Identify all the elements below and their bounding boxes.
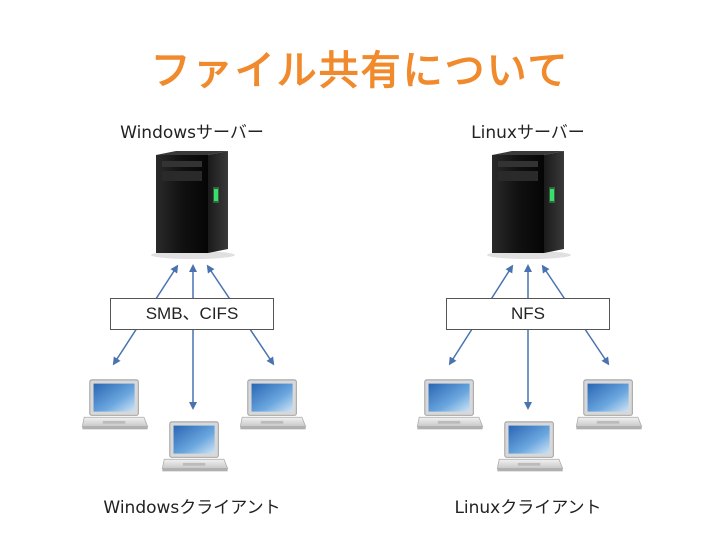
windows-client-center-laptop-icon [161, 421, 229, 472]
windows-client-label: Windowsクライアント [103, 498, 281, 518]
windows-server-label: Windowsサーバー [120, 123, 264, 143]
linux-client-label: Linuxクライアント [454, 498, 602, 518]
linux-server-icon [487, 151, 571, 259]
windows-protocol-box: SMB、CIFS [110, 298, 274, 330]
windows-client-left-laptop-icon [81, 379, 149, 430]
linux-client-left-laptop-icon [416, 379, 484, 430]
windows-server-icon [151, 151, 235, 259]
linux-protocol-box: NFS [446, 298, 610, 330]
page-title: ファイル共有について [150, 48, 570, 94]
linux-client-center-laptop-icon [496, 421, 564, 472]
windows-client-right-laptop-icon [239, 379, 307, 430]
linux-server-label: Linuxサーバー [471, 123, 585, 143]
linux-client-right-laptop-icon [575, 379, 643, 430]
